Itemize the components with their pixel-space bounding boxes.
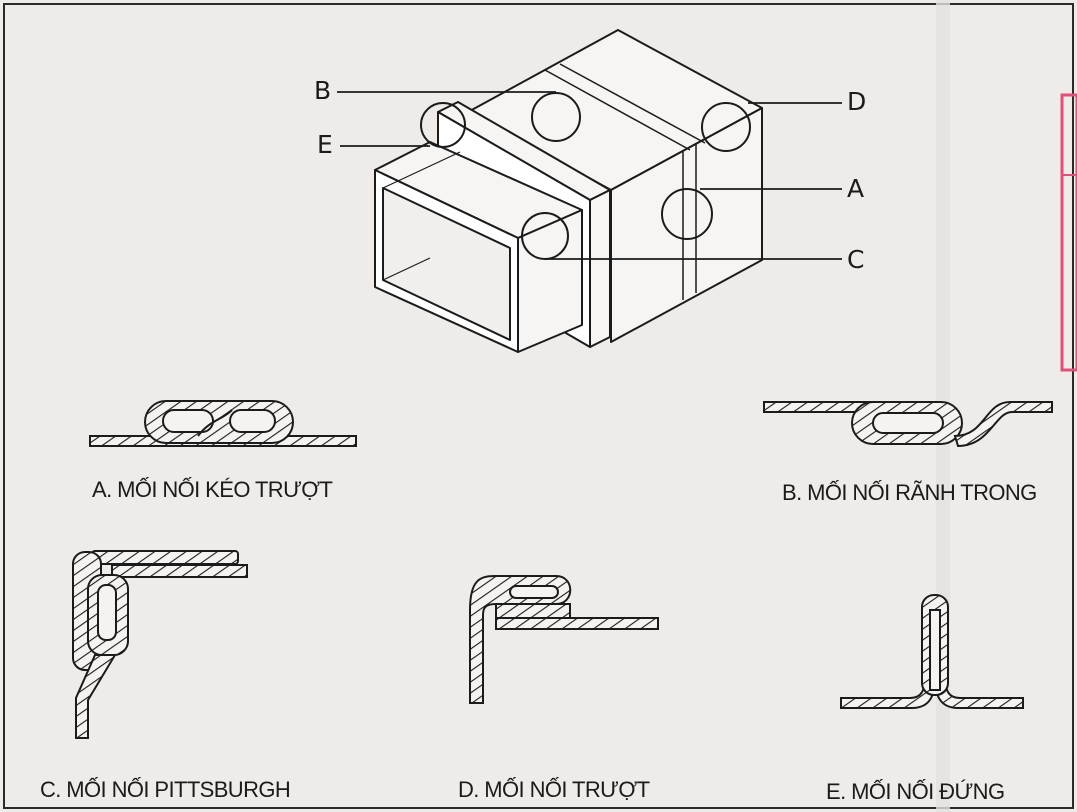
callout-e: E xyxy=(317,130,333,159)
flange-side xyxy=(589,189,611,348)
caption-e: E. MỐI NỐI ĐỨNG xyxy=(826,779,1005,804)
leader-lines xyxy=(337,91,842,260)
detail-circle-b xyxy=(531,92,581,142)
callout-b: B xyxy=(314,76,332,105)
detail-circle-d xyxy=(701,102,751,152)
caption-a: A. MỐI NỐI KÉO TRƯỢT xyxy=(92,477,333,502)
callout-d: D xyxy=(847,87,867,116)
joint-a-drive-slip xyxy=(89,400,357,447)
callout-a: A xyxy=(847,174,865,203)
margin-tab xyxy=(1060,93,1077,372)
callout-c: C xyxy=(847,245,865,274)
joint-c-pittsburgh xyxy=(72,550,248,739)
detail-circles xyxy=(420,92,751,260)
detail-circle-a xyxy=(661,188,713,240)
page-frame xyxy=(3,3,1074,809)
duct-opening xyxy=(382,187,511,341)
caption-b: B. MỐI NỐI RÃNH TRONG xyxy=(782,480,1037,505)
joint-d-slip xyxy=(469,575,659,704)
caption-c: C. MỐI NỐI PITTSBURGH xyxy=(40,777,291,802)
duct-assembly xyxy=(374,29,763,353)
caption-d: D. MỐI NỐI TRƯỢT xyxy=(458,777,650,802)
joint-b-groove xyxy=(763,401,1053,448)
joint-e-standing xyxy=(840,594,1024,709)
detail-circle-e xyxy=(420,102,466,148)
